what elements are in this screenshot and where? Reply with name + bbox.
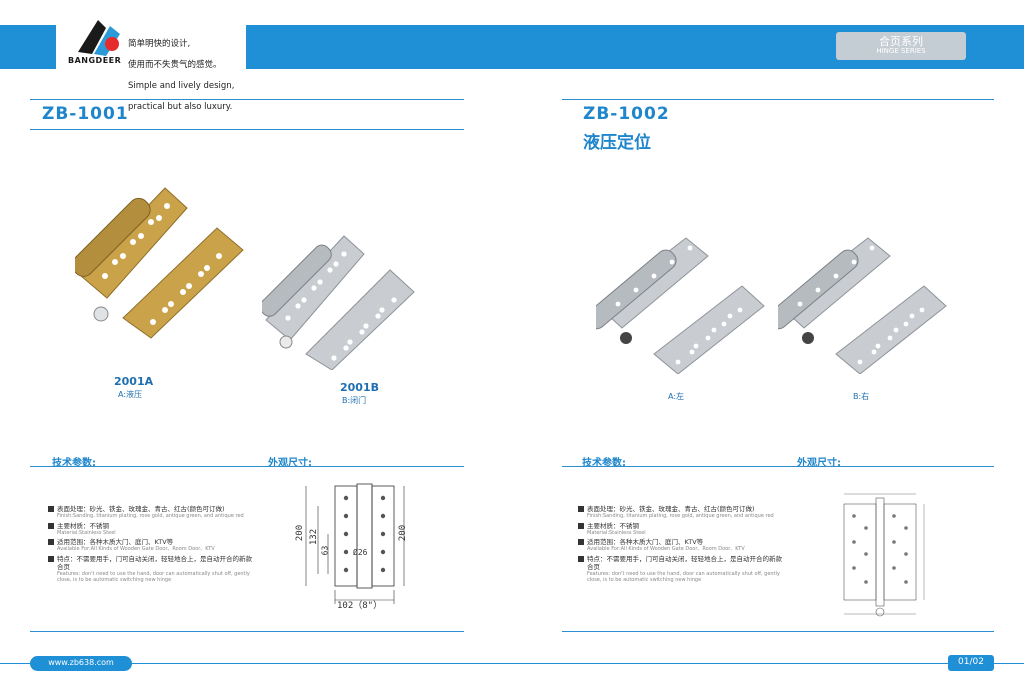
slogan-line: 使用而不失贵气的感觉。 [128,59,222,70]
gold-hinge-image [75,187,244,339]
page-number: 01/02 [958,657,984,667]
divider [30,99,464,100]
features-right: 表面处理：砂光、铁金、玫瑰金、青古、红古(颜色可订做)Finish:Sandin… [578,505,788,584]
dim-label: 外观尺寸: [268,458,312,469]
slogan-line: Simple and lively design, [128,80,235,91]
item-sub: B:右 [853,392,870,401]
feature-cn: 适用范围：各种木质大门、庭门、KTV等 [587,538,704,546]
feature-en: Available For:All Kinds of Wooden Gate D… [587,546,745,552]
series-title: 合页系列 [879,35,923,48]
brand-name: BANGDEER [68,56,122,65]
header-band-left [0,25,56,69]
item-code: 2001A [114,375,154,388]
divider [30,631,464,632]
footer-line [0,663,1024,664]
model-subtitle: 液压定位 [583,133,651,153]
bullet-icon [48,539,54,545]
model-title: ZB-1002 [583,104,670,124]
bullet-icon [578,555,584,562]
feature-en: Features: don't need to use the hand, do… [587,570,780,584]
divider [562,99,994,100]
dim-width: 102（8"） [337,601,383,611]
feature-row: 表面处理：砂光、铁金、玫瑰金、青古、红古(颜色可订做)Finish:Sandin… [578,505,788,520]
tech-label: 技术参数: [582,458,626,469]
model-title: ZB-1001 [42,104,129,124]
feature-cn: 表面处理：砂光、铁金、玫瑰金、青古、红古(颜色可订做) [587,505,755,513]
item-sub: A:左 [668,392,685,401]
bullet-icon [578,539,584,545]
bullet-icon [48,555,54,562]
item-sub: B:闭门 [342,396,367,405]
feature-cn: 特点：不需要用手，门可自动关闭，轻轻地合上，是自动开合的新款合页 [57,554,252,571]
feature-en: Finish:Sanding, titanium plating, rose g… [587,513,774,519]
feature-cn: 主要材质：不锈钢 [57,521,109,530]
tech-label: 技术参数: [52,458,96,469]
website-link[interactable]: www.zb638.com [48,658,114,667]
feature-cn: 表面处理：砂光、铁金、玫瑰金、青古、红古(颜色可订做) [57,505,225,513]
features-left: 表面处理：砂光、铁金、玫瑰金、青古、红古(颜色可订做)Finish:Sandin… [48,505,258,584]
page-badge [948,655,994,671]
dim-pin: Ø26 [353,548,368,557]
bullet-icon [578,522,584,529]
feature-en: Available For:All Kinds of Wooden Gate D… [57,546,215,552]
feature-cn: 特点：不需要用手，门可自动关闭，轻轻地合上，是自动开合的新款合页 [587,554,782,571]
dim-height: 63 [320,545,330,556]
feature-cn: 主要材质：不锈钢 [587,521,639,530]
divider [562,631,994,632]
feature-en: Finish:Sanding, titanium plating, rose g… [57,513,244,519]
dim-height: 132 [309,528,320,546]
url-pill [30,656,132,671]
feature-cn: 适用范围：各种木质大门、庭门、KTV等 [57,538,174,546]
dim-height: 200 [295,524,306,542]
silver-hinge-image [262,235,415,370]
dimension-drawing-right [843,493,925,617]
dim-height: 200 [398,524,409,542]
dim-label: 外观尺寸: [797,458,841,469]
feature-en: Features: don't need to use the hand, do… [57,570,250,584]
bullet-icon [578,506,584,512]
dimension-drawing [305,483,405,604]
item-code: 2001B [340,381,379,394]
bullet-icon [48,506,54,512]
brand-slogan: 简单明快的设计, 使用而不失贵气的感觉。 Simple and lively d… [128,28,234,123]
slogan-line: practical but also luxury. [128,101,233,112]
slogan-line: 简单明快的设计, [128,38,191,49]
divider [30,129,464,130]
series-title-en: HINGE SERIES [876,47,926,55]
brand-logo-icon [78,20,120,56]
bullet-icon [48,522,54,529]
divider [562,466,994,467]
hinge-left-image [596,237,765,374]
series-badge [836,32,966,60]
hinge-right-image [778,237,947,374]
feature-en: Material:Stainless Steel [587,529,646,536]
feature-row: 表面处理：砂光、铁金、玫瑰金、青古、红古(颜色可订做)Finish:Sandin… [48,505,258,520]
item-sub: A:液压 [118,390,143,399]
feature-en: Material:Stainless Steel [57,529,116,536]
divider [30,466,464,467]
